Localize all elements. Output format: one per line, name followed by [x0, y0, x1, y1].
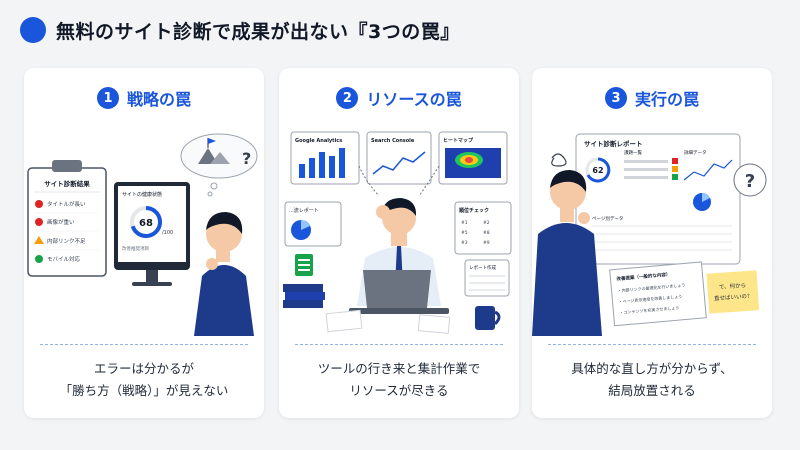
card-caption: 具体的な直し方が分からず、 結局放置される: [532, 358, 772, 402]
warning-icon: [34, 236, 44, 244]
clipboard-title: サイト診断結果: [44, 179, 90, 188]
card-number-badge: 3: [604, 87, 627, 109]
clipboard-item: 画像が重い: [47, 218, 75, 226]
flag-icon: [208, 138, 216, 144]
card-divider: [40, 344, 248, 345]
rank-cell: #2: [483, 220, 490, 226]
rank-cell: #1: [461, 220, 468, 226]
window-title: Search Console: [371, 138, 415, 144]
sticky-note: で、何から 直せばいいの？: [706, 270, 760, 314]
heatmap-window: ヒートマップ: [438, 131, 508, 185]
suggestion-paper: 改善提案（一般的な内容） ・内部リンクの最適化を行いましょう ・ページ表示速度を…: [609, 261, 707, 327]
search-console-window: Search Console: [366, 131, 432, 185]
question-mark-icon: ?: [745, 171, 755, 192]
caption-line: ツールの行き来と集計作業で: [317, 361, 481, 376]
trap-card-strategy: 1 戦略の罠 サイト診断結果 タイトルが長い 画像が重い 内部リンク不足 モバイ…: [24, 68, 264, 418]
question-mark-icon: ?: [242, 149, 251, 168]
card-heading: 2 リソースの罠: [279, 84, 519, 112]
report-title: サイト診断レポート: [584, 139, 643, 148]
window-title: レポート作成: [469, 264, 496, 271]
rank-cell: #9: [483, 240, 490, 246]
rank-cell: #5: [461, 230, 468, 236]
card-caption: エラーは分かるが 「勝ち方（戦略）」が見えない: [24, 358, 264, 402]
page-header: 無料のサイト診断で成果が出ない『3つの罠』: [20, 14, 460, 46]
caption-line: 結局放置される: [608, 383, 696, 398]
paper: [417, 314, 451, 334]
window-title: Google Analytics: [295, 138, 342, 144]
caption-line: 具体的な直し方が分からず、: [571, 361, 733, 376]
card-divider: [295, 344, 503, 345]
error-icon: [35, 200, 43, 208]
table-title: ページ別データ: [592, 215, 623, 222]
clipboard-item: 内部リンク不足: [47, 237, 86, 245]
clipboard: サイト診断結果 タイトルが長い 画像が重い 内部リンク不足 モバイル対応: [27, 160, 107, 277]
card-heading: 3 実行の罠: [532, 84, 772, 112]
panel-title: 詳細データ: [684, 149, 707, 156]
binder: [285, 292, 325, 300]
health-score-max: /100: [162, 230, 173, 236]
header-dot-icon: [20, 17, 46, 43]
score-gauge: [130, 206, 163, 238]
error-icon: [35, 218, 43, 226]
arrow-icon: [358, 165, 380, 197]
trap-card-execution: 3 実行の罠 サイト診断レポート 62 課題一覧 詳細データ ページ別データ: [532, 68, 772, 418]
binder: [283, 284, 323, 292]
caption-line: エラーは分かるが: [93, 361, 194, 376]
resource-illustration: Google Analytics Search Console ヒートマップ .…: [283, 131, 512, 334]
paper-line: ・内部リンクの最適化を行いましょう: [617, 281, 685, 293]
report-create-window: レポート作成: [464, 259, 510, 297]
check-icon: [35, 255, 43, 263]
window-title: 順位チェック: [458, 207, 489, 214]
analytics-window: Google Analytics: [290, 131, 360, 185]
monitor-sub-label: 改善推奨項目: [122, 245, 149, 252]
monitor-title: サイトの健康状態: [122, 191, 162, 198]
trap-card-resource: 2 リソースの罠 Google Analytics Search Console…: [279, 68, 519, 418]
mug: [475, 306, 495, 330]
arrow-icon: [418, 165, 440, 197]
monitor: サイトの健康状態 68 /100 改善推奨項目: [114, 182, 190, 286]
laptop: [349, 270, 449, 314]
rank-check-window: 順位チェック #1 #2 #5 #8 #3 #9: [454, 201, 512, 255]
card-title: リソースの罠: [366, 90, 462, 109]
panel-title: 課題一覧: [624, 149, 642, 156]
strategy-illustration: サイト診断結果 タイトルが長い 画像が重い 内部リンク不足 モバイル対応 サイト…: [27, 133, 258, 336]
person-thinking: [194, 212, 254, 336]
card-heading: 1 戦略の罠: [24, 84, 264, 112]
paper-title: 改善提案（一般的な内容）: [616, 271, 670, 283]
person-confused: [532, 170, 602, 336]
binder: [283, 300, 323, 308]
confusion-icon: [551, 153, 567, 167]
caption-line: 「勝ち方（戦略）」が見えない: [59, 383, 229, 398]
card-title: 戦略の罠: [126, 90, 191, 109]
clipboard-item: モバイル対応: [47, 255, 81, 263]
execution-illustration: サイト診断レポート 62 課題一覧 詳細データ ページ別データ ?: [532, 133, 767, 336]
card-number-badge: 2: [336, 87, 359, 109]
card-divider: [548, 344, 756, 345]
sticky-note-line: 直せばいいの？: [714, 292, 753, 303]
clipboard-item: タイトルが長い: [47, 200, 86, 208]
window-title: ヒートマップ: [443, 137, 474, 144]
question-bubble: ?: [733, 163, 767, 197]
card-caption: ツールの行き来と集計作業で リソースが尽きる: [279, 358, 519, 402]
report-score: 62: [592, 166, 603, 175]
card-number-badge: 1: [96, 87, 119, 109]
thought-bubble: ?: [180, 133, 258, 197]
report-board: サイト診断レポート 62 課題一覧 詳細データ ページ別データ: [575, 133, 741, 265]
health-score: 68: [139, 218, 153, 229]
paper-line: ・コンテンツを充実させましょう: [619, 304, 679, 315]
sticky-note-line: で、何から: [719, 281, 747, 291]
rank-cell: #8: [483, 230, 490, 236]
report-window: ...流レポート: [284, 201, 342, 276]
caption-line: リソースが尽きる: [349, 383, 449, 398]
paper: [325, 309, 363, 333]
card-title: 実行の罠: [634, 90, 699, 109]
window-title: ...流レポート: [289, 207, 319, 214]
paper-line: ・ページ表示速度を改善しましょう: [618, 293, 682, 305]
page-title: 無料のサイト診断で成果が出ない『3つの罠』: [56, 20, 460, 43]
rank-cell: #3: [461, 240, 468, 246]
